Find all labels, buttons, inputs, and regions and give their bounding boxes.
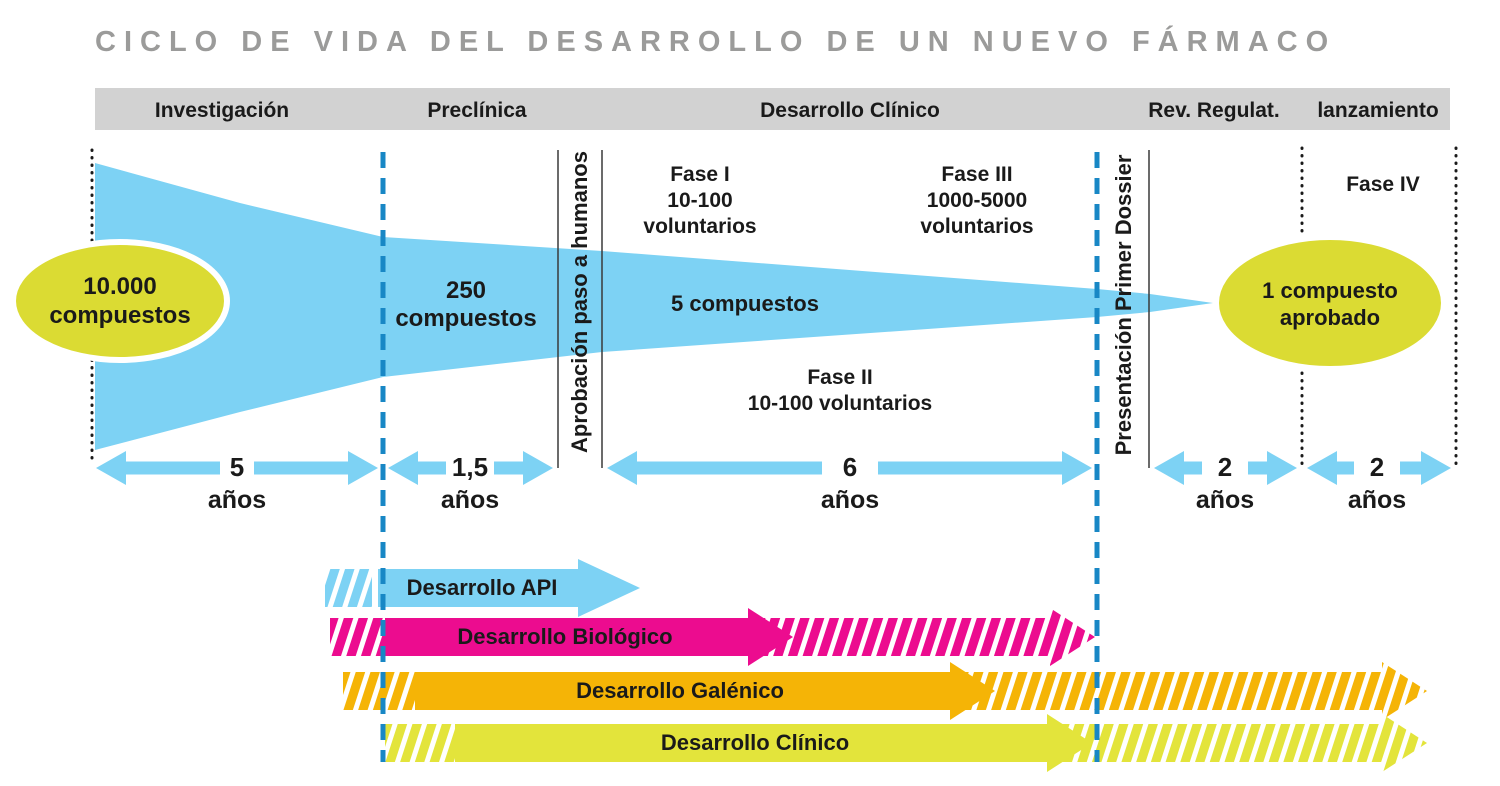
output-ellipse <box>1213 234 1447 372</box>
stage-bar <box>95 88 1450 130</box>
funnel-shape <box>95 163 1213 450</box>
timeline-arrows <box>96 451 1451 485</box>
stage-preclinica: Preclínica <box>427 99 527 122</box>
preclinical-count-label: 250 compuestos <box>395 277 537 332</box>
phase-iv-label: Fase IV <box>1346 173 1420 196</box>
duration-1-value: 5 <box>229 452 245 482</box>
stage-lanzamiento: lanzamiento <box>1317 99 1439 122</box>
arrow-desarrollo-galenico <box>343 662 1427 720</box>
duration-4-unit: años <box>1195 486 1255 514</box>
stage-rev-regulat: Rev. Regulat. <box>1148 99 1280 122</box>
duration-5-value: 2 <box>1369 452 1385 482</box>
arrow-desarrollo-biologico <box>330 608 1095 666</box>
stage-investigacion: Investigación <box>154 99 290 122</box>
milestone-first-in-human-label: Aprobación paso a humanos <box>567 151 592 453</box>
duration-5-unit: años <box>1347 486 1407 514</box>
workstream-api-label: Desarrollo API <box>406 575 558 600</box>
duration-1-unit: años <box>207 486 267 514</box>
phase-ii-label: Fase II 10-100 voluntarios <box>747 366 933 415</box>
stage-desarrollo-clinico: Desarrollo Clínico <box>760 99 940 122</box>
clinical-count-label: 5 compuestos <box>671 291 819 316</box>
duration-2-unit: años <box>440 486 500 514</box>
page-title: CICLO DE VIDA DEL DESARROLLO DE UN NUEVO… <box>95 26 1337 58</box>
workstream-galenico-label: Desarrollo Galénico <box>576 678 784 703</box>
input-ellipse <box>10 239 230 363</box>
workstream-clinico-label: Desarrollo Clínico <box>660 730 850 755</box>
duration-3-value: 6 <box>842 452 858 482</box>
duration-3-unit: años <box>820 486 880 514</box>
arrow-desarrollo-api <box>325 559 640 617</box>
arrow-desarrollo-clinico <box>385 714 1427 772</box>
phase-iii-label: Fase III 1000-5000 voluntarios <box>920 163 1034 238</box>
duration-4-value: 2 <box>1217 452 1233 482</box>
input-count-label: 10.000 compuestos <box>49 273 191 329</box>
duration-2-value: 1,5 <box>451 452 489 482</box>
phase-i-label: Fase I 10-100 voluntarios <box>643 163 757 238</box>
output-count-label: 1 compuesto aprobado <box>1262 278 1398 330</box>
workstream-biologico-label: Desarrollo Biológico <box>457 624 673 649</box>
milestone-dossier-label: Presentación Primer Dossier <box>1111 154 1136 456</box>
